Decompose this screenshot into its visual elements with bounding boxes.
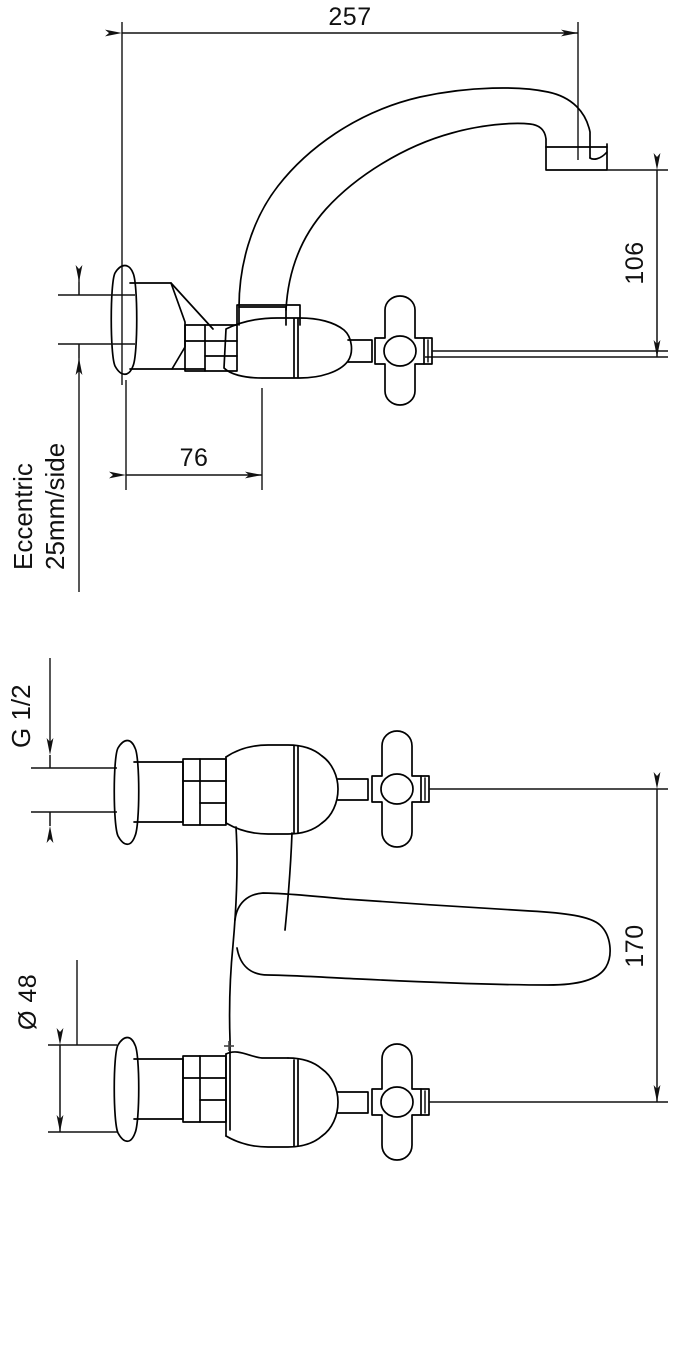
side-elevation-view: 257 106 <box>8 3 668 592</box>
cross-handle-lower-front <box>371 1043 668 1161</box>
valve-body-lower-front <box>224 1041 369 1148</box>
dimension-48: Ø 48 <box>14 960 117 1133</box>
cross-handle-upper-front <box>371 730 668 848</box>
dimension-106-label: 106 <box>621 241 649 284</box>
dimension-76: 76 <box>109 380 263 490</box>
wall-flange-upper-front <box>113 739 140 846</box>
note-thread-group: G 1/2 <box>6 658 117 843</box>
centre-cross-marker <box>224 1041 234 1051</box>
dimension-106: 106 <box>425 153 668 358</box>
dimension-48-label: Ø 48 <box>14 974 42 1030</box>
lever-handle-front <box>234 892 611 986</box>
wall-flange-side <box>110 264 214 376</box>
dimension-170: 170 <box>621 772 661 1102</box>
note-eccentric-line2: 25mm/side <box>40 443 70 570</box>
spout-outline <box>238 87 608 311</box>
cross-handle-side <box>374 295 668 406</box>
wall-flange-lower-front <box>113 1036 140 1143</box>
dimension-76-label: 76 <box>180 444 209 472</box>
front-elevation-view: G 1/2 <box>6 658 668 1161</box>
valve-body-side <box>184 304 373 379</box>
inlet-tube-lower <box>133 1055 227 1123</box>
inlet-tube-upper <box>133 758 227 826</box>
dimension-eccentric: Eccentric 25mm/side <box>8 265 135 592</box>
valve-body-upper-front <box>225 744 369 1131</box>
dimension-257: 257 <box>105 3 579 385</box>
note-thread-label: G 1/2 <box>6 684 36 748</box>
dimension-170-label: 170 <box>621 924 649 967</box>
note-eccentric-line1: Eccentric <box>8 463 38 570</box>
dimension-257-label: 257 <box>328 3 371 31</box>
